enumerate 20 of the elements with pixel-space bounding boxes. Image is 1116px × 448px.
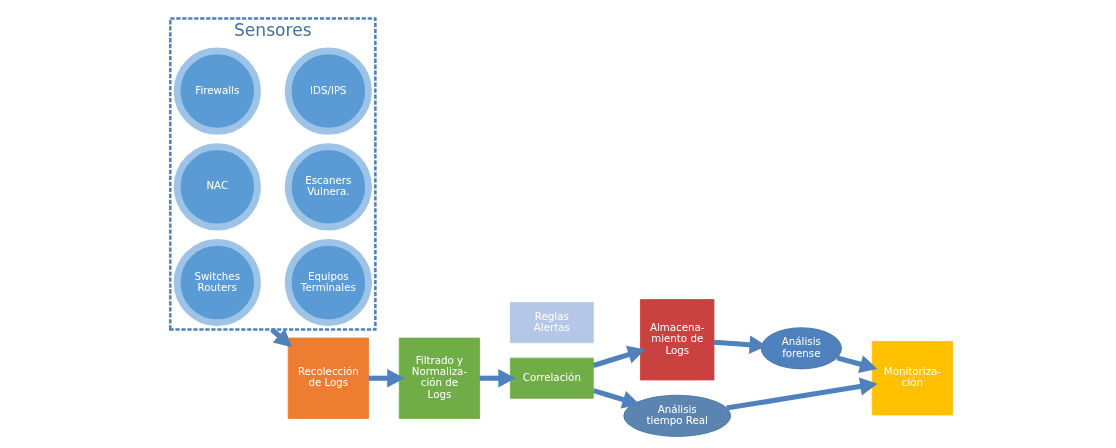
arrow xyxy=(592,388,640,409)
node-circle: Escaners Vulnera. xyxy=(284,143,372,231)
node-box: Correlación xyxy=(509,357,594,399)
arrow xyxy=(726,377,878,411)
arrow xyxy=(836,355,878,374)
node-circle: Equipos Terminales xyxy=(284,238,372,327)
node-ellipse: Análisis forense xyxy=(760,327,842,370)
arrow xyxy=(479,369,516,388)
node-circle: NAC xyxy=(173,143,261,231)
node-box: Reglas Alertas xyxy=(509,302,594,344)
node-box: Recolección de Logs xyxy=(287,337,369,419)
node-box: Almacena- miento de Logs xyxy=(640,299,715,381)
node-circle: IDS/IPS xyxy=(284,47,372,135)
arrow xyxy=(368,369,405,388)
node-circle: Switches Routers xyxy=(173,238,261,327)
node-circle: Firewalls xyxy=(173,47,261,135)
node-box: Filtrado y Normaliza- ción de Logs xyxy=(398,337,481,419)
arrow xyxy=(592,345,646,368)
node-box: Monitoriza- ción xyxy=(871,341,953,416)
node-ellipse: Análisis tiempo Real xyxy=(623,394,731,437)
